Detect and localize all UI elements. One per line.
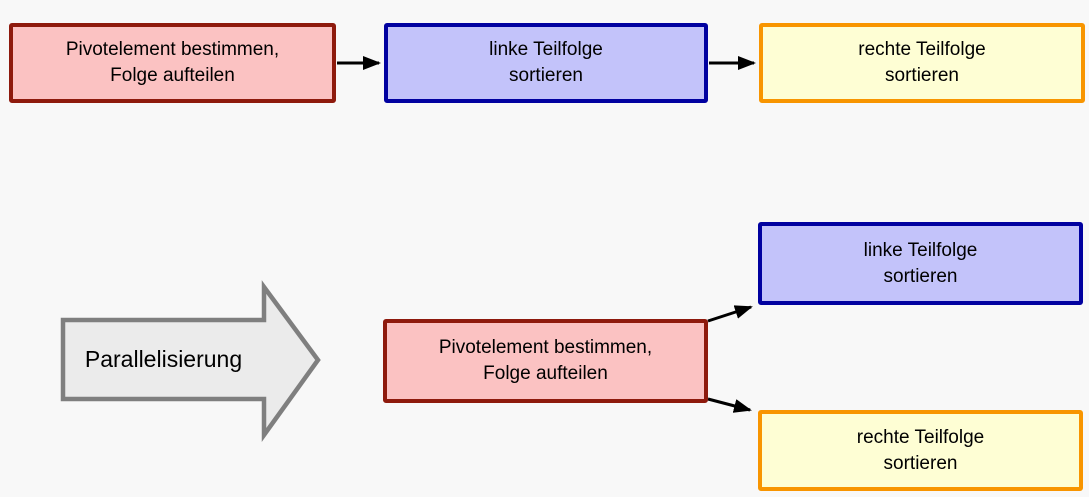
box-parallel-right-subsequence: rechte Teilfolge sortieren	[758, 410, 1083, 491]
box-parallel-pivot: Pivotelement bestimmen, Folge aufteilen	[383, 319, 708, 403]
arrow-par-pivot-to-right	[707, 397, 752, 413]
arrow-par-pivot-to-left	[707, 305, 753, 323]
box-parallel-left-subsequence: linke Teilfolge sortieren	[758, 222, 1083, 305]
box-sequential-right-subsequence: rechte Teilfolge sortieren	[759, 23, 1085, 103]
box-sequential-pivot: Pivotelement bestimmen, Folge aufteilen	[9, 23, 336, 103]
box-sequential-left-subsequence: linke Teilfolge sortieren	[384, 23, 708, 103]
parallelisierung-arrow-label: Parallelisierung	[84, 346, 243, 372]
